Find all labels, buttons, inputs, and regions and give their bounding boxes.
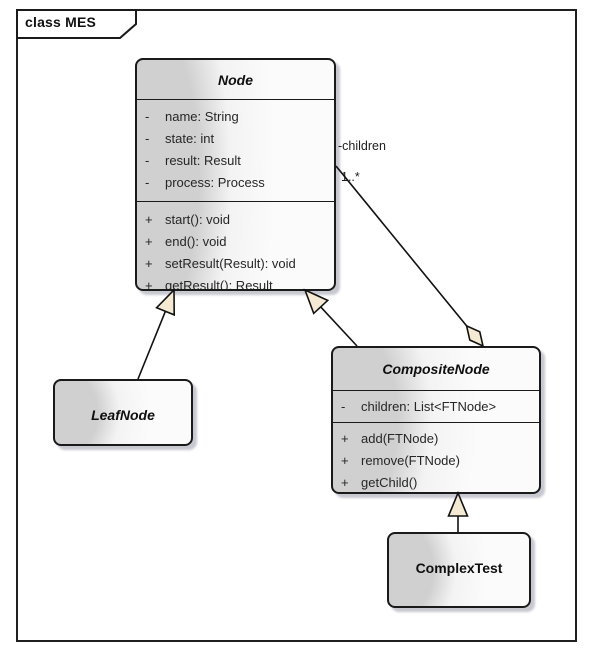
visibility-marker: +	[145, 212, 153, 227]
operation-row: + end(): void	[137, 231, 334, 253]
frame-label-pentagon-icon	[16, 9, 137, 39]
attribute-text: result: Result	[165, 153, 241, 168]
attribute-text: process: Process	[165, 175, 265, 190]
operation-text: getChild()	[361, 475, 418, 490]
association-role-label: -children	[338, 139, 386, 153]
visibility-marker: +	[341, 431, 349, 446]
operation-row: + getResult(): Result	[137, 275, 334, 291]
operation-text: setResult(Result): void	[165, 256, 296, 271]
visibility-marker: +	[145, 256, 153, 271]
operation-text: start(): void	[165, 212, 231, 227]
operation-row: + getChild()	[333, 472, 539, 492]
operation-row: + setResult(Result): void	[137, 253, 334, 275]
class-complextest[interactable]: ComplexTest	[387, 532, 531, 608]
operation-row: + remove(FTNode)	[333, 450, 539, 472]
class-node-attributes: - name: String - state: int - result: Re…	[137, 99, 334, 201]
operation-text: end(): void	[165, 234, 227, 249]
attribute-text: state: int	[165, 131, 215, 146]
operation-row: + add(FTNode)	[333, 428, 539, 450]
operation-text: add(FTNode)	[361, 431, 439, 446]
class-node-title: Node	[218, 71, 253, 88]
attribute-row: - state: int	[137, 128, 334, 150]
class-compositenode-operations: + add(FTNode) + remove(FTNode) + getChil…	[333, 422, 539, 492]
operation-text: getResult(): Result	[165, 278, 273, 291]
class-compositenode-attributes: - children: List<FTNode>	[333, 390, 539, 422]
operation-text: remove(FTNode)	[361, 453, 460, 468]
visibility-marker: +	[341, 475, 349, 490]
class-compositenode[interactable]: CompositeNode - children: List<FTNode> +…	[331, 346, 541, 494]
attribute-row: - name: String	[137, 106, 334, 128]
attribute-row: - result: Result	[137, 150, 334, 172]
frame-title: class MES	[25, 14, 97, 30]
visibility-marker: +	[341, 453, 349, 468]
visibility-marker: -	[145, 175, 150, 190]
class-leafnode-title: LeafNode	[91, 407, 155, 423]
visibility-marker: -	[145, 153, 150, 168]
class-node[interactable]: Node - name: String - state: int - resul…	[135, 58, 336, 291]
attribute-row: - children: List<FTNode>	[333, 396, 539, 418]
association-multiplicity-label: 1..*	[341, 170, 360, 184]
visibility-marker: -	[145, 131, 150, 146]
frame-label: class MES	[16, 9, 138, 39]
visibility-marker: -	[145, 109, 150, 124]
visibility-marker: +	[145, 278, 153, 291]
class-compositenode-title: CompositeNode	[382, 361, 490, 377]
attribute-text: children: List<FTNode>	[361, 399, 497, 414]
visibility-marker: +	[145, 234, 153, 249]
operation-row: + start(): void	[137, 209, 334, 231]
attribute-text: name: String	[165, 109, 239, 124]
attribute-row: - process: Process	[137, 172, 334, 194]
class-node-operations: + start(): void + end(): void + setResul…	[137, 201, 334, 291]
visibility-marker: -	[341, 399, 346, 414]
class-leafnode[interactable]: LeafNode	[53, 379, 193, 446]
class-complextest-title: ComplexTest	[415, 560, 503, 576]
